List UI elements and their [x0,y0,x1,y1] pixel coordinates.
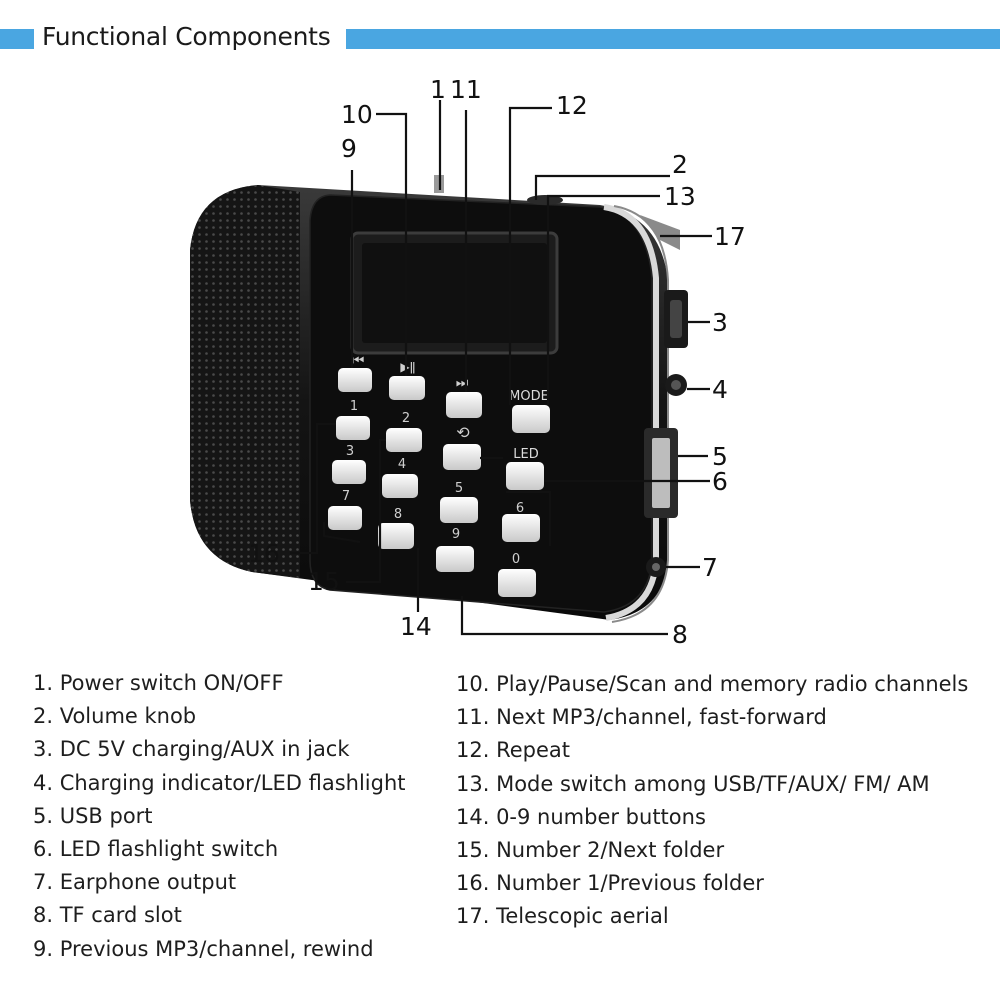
legend-item: 4. Charging indicator/LED flashlight [33,770,406,795]
led-label: LED [513,447,538,462]
legend-item: 8. TF card slot [33,903,182,928]
speaker-grille [190,185,300,578]
number-0-label: 0 [512,552,520,567]
callout-2: 2 [672,150,688,179]
legend-item: 12. Repeat [456,738,570,763]
callout-14: 14 [400,612,432,641]
legend-item: 15. Number 2/Next folder [456,837,725,862]
legend-item: 11. Next MP3/channel, fast-forward [456,705,827,730]
led-button[interactable] [506,462,544,490]
callouts: 1 2 3 4 5 6 7 8 9 10 11 12 13 14 15 16 1… [248,75,746,649]
play-pause-icon: ▶ǁ [400,360,415,374]
callout-10: 10 [341,100,373,129]
callout-6: 6 [712,467,728,496]
repeat-button[interactable] [443,444,481,470]
radio-diagram: ⏮ ▶ǁ ⏭ MODE 1 2 ⟲ LED 3 4 5 6 7 8 9 0 [190,75,746,649]
mode-button[interactable] [512,405,550,433]
number-8-button[interactable] [378,523,414,549]
callout-7: 7 [702,553,718,582]
legend-item: 1. Power switch ON/OFF [33,671,284,695]
legend-item: 5. USB port [33,803,153,828]
play-pause-button[interactable] [389,376,425,400]
callout-9: 9 [341,134,357,163]
legend-item: 6. LED flashlight switch [33,836,279,861]
legend-item: 13. Mode switch among USB/TF/AUX/ FM/ AM [456,771,930,796]
number-4-label: 4 [398,457,406,472]
callout-11: 11 [450,75,482,104]
telescopic-aerial[interactable] [640,215,680,250]
number-3-label: 3 [346,444,354,459]
callout-5: 5 [712,442,728,471]
number-1-label: 1 [350,399,358,414]
number-0-button[interactable] [498,569,536,597]
number-9-button[interactable] [436,546,474,572]
legend-item: 10. Play/Pause/Scan and memory radio cha… [456,672,969,696]
number-2-label: 2 [402,411,410,426]
legend-item: 14. 0-9 number buttons [456,804,706,829]
callout-17: 17 [714,222,746,251]
legend-right: 10. Play/Pause/Scan and memory radio cha… [456,668,968,934]
legend-item: 3. DC 5V charging/AUX in jack [33,737,350,762]
chrome-rim [603,204,659,621]
callout-4: 4 [712,375,728,404]
next-button[interactable] [446,392,482,418]
prev-icon: ⏮ [352,353,365,369]
leader-lines [290,100,712,636]
number-6-button[interactable] [502,514,540,542]
number-2-button[interactable] [386,428,422,452]
callout-16: 16 [248,539,280,568]
legend-item: 2. Volume knob [33,704,197,729]
side-components [434,175,688,577]
number-5-label: 5 [455,481,463,496]
button-panel: ⏮ ▶ǁ ⏭ MODE 1 2 ⟲ LED 3 4 5 6 7 8 9 0 [328,353,550,597]
number-7-label: 7 [342,489,350,504]
legend-left: 1. Power switch ON/OFF 2. Volume knob 3.… [33,667,406,966]
callout-15: 15 [308,567,340,596]
number-7-button[interactable] [328,506,362,530]
number-6-label: 6 [516,501,524,516]
number-8-label: 8 [394,507,402,522]
page-title: Functional Components [42,22,331,51]
legend-item: 9. Previous MP3/channel, rewind [33,936,374,961]
legend-item: 16. Number 1/Previous folder [456,871,764,896]
number-1-button[interactable] [336,416,370,440]
prev-button[interactable] [338,368,372,392]
repeat-icon: ⟲ [456,423,470,442]
callout-3: 3 [712,308,728,337]
number-4-button[interactable] [382,474,418,498]
number-9-label: 9 [452,527,460,542]
callout-8: 8 [672,620,688,649]
callout-12: 12 [556,91,588,120]
number-3-button[interactable] [332,460,366,484]
callout-1: 1 [430,75,446,104]
header-accent-bar-right [346,29,1000,49]
header-accent-bar-left [0,29,34,49]
legend-item: 17. Telescopic aerial [456,904,669,929]
mode-label: MODE [509,389,549,404]
number-5-button[interactable] [440,497,478,523]
legend-item: 7. Earphone output [33,870,237,895]
callout-13: 13 [664,182,696,211]
